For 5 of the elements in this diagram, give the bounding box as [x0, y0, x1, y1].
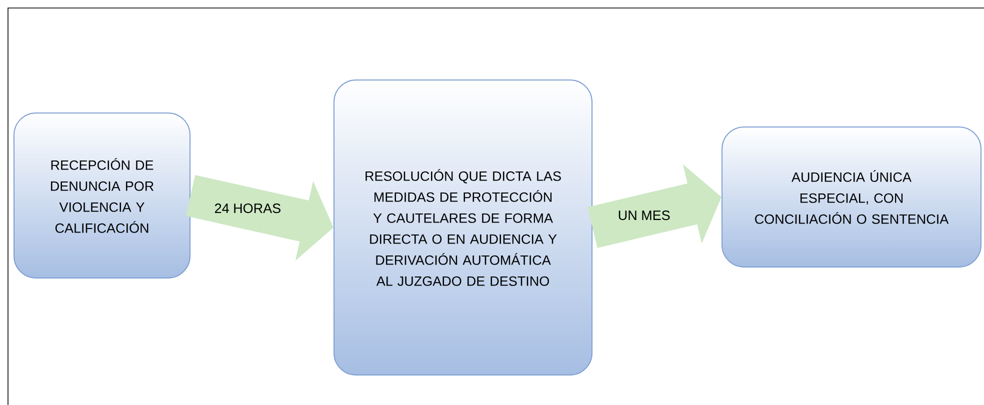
edge-label: UN MES: [618, 210, 670, 220]
process-box: RECEPCIÓN DE DENUNCIA POR VIOLENCIA Y CALIFICACIÓN: [14, 112, 190, 278]
edge-label: 24 HORAS: [215, 204, 280, 214]
process-box: RESOLUCIÓN QUE DICTA LAS MEDIDAS DE PROTECCIÓN Y CAUTELARES DE FORMA DIRECTA O EN AUDIENCIA Y DERIVACIÓN AUTOMÁTICA AL JUZGADO DE DESTINO: [334, 80, 592, 376]
process-box: AUDIENCIA ÚNICA ESPECIAL, CON CONCILIACIÓN O SENTENCIA: [722, 126, 982, 268]
